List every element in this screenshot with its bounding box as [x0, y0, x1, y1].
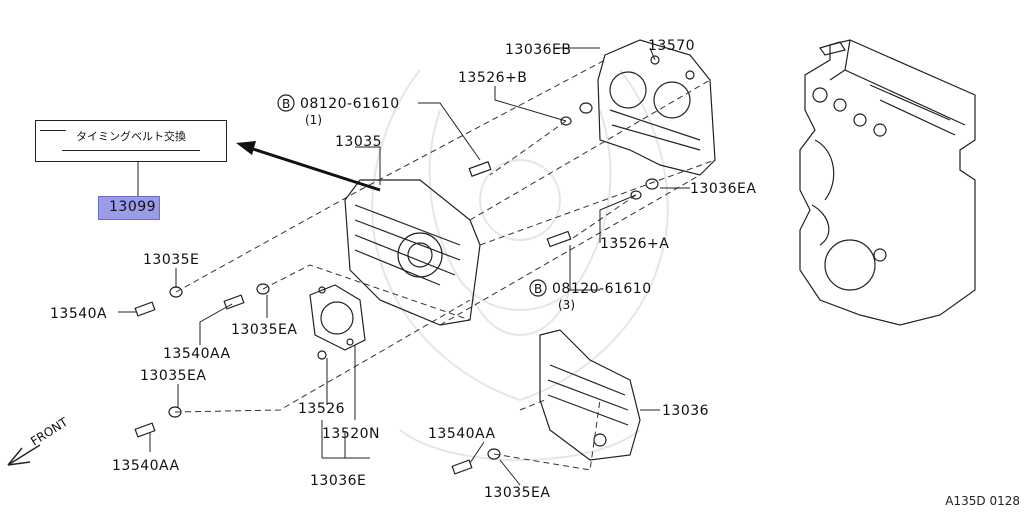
caption-dash	[40, 130, 66, 131]
label-13036EA-right: 13036EA	[690, 181, 756, 197]
label-13035EA-b: 13035EA	[140, 368, 206, 384]
caption-underline	[62, 150, 200, 151]
label-13036: 13036	[662, 403, 709, 419]
part-13099-highlight[interactable]: 13099	[98, 196, 160, 220]
pointer-arrow	[236, 141, 381, 192]
bolt-symbol-a: B	[282, 97, 290, 111]
label-13540AA-c: 13540AA	[428, 426, 496, 442]
leader-lines	[118, 47, 690, 486]
label-13035EA-c: 13035EA	[484, 485, 550, 501]
label-08120-a-qty: (1)	[305, 113, 322, 127]
label-08120-b: 08120-61610	[552, 281, 652, 297]
rear-timing-cover	[597, 39, 716, 176]
label-13540A: 13540A	[50, 306, 107, 322]
bolt-symbol-b: B	[534, 282, 542, 296]
label-13526: 13526	[298, 401, 345, 417]
label-13540AA-b: 13540AA	[112, 458, 180, 474]
fasteners	[134, 102, 659, 475]
label-13540AA-a: 13540AA	[163, 346, 231, 362]
label-13035EA-a: 13035EA	[231, 322, 297, 338]
label-13036EB: 13036EB	[505, 42, 572, 58]
part-13099-label: 13099	[109, 199, 157, 215]
gasket	[309, 284, 366, 351]
lower-timing-cover	[539, 329, 641, 461]
label-13570: 13570	[648, 38, 695, 54]
label-13526B: 13526+B	[458, 70, 527, 86]
diagram-reference: A135D 0128	[945, 494, 1020, 508]
assembly-lines	[174, 59, 716, 471]
bolt-symbol-icon	[277, 94, 547, 297]
engine-block-outline	[799, 39, 976, 326]
label-13035E: 13035E	[143, 252, 199, 268]
label-08120-b-qty: (3)	[558, 298, 575, 312]
label-13035: 13035	[335, 134, 382, 150]
label-13526A: 13526+A	[600, 236, 669, 252]
label-13520N: 13520N	[322, 426, 380, 442]
label-front: FRONT	[28, 415, 71, 449]
label-08120-a: 08120-61610	[300, 96, 400, 112]
front-timing-cover	[344, 179, 481, 326]
caption-box: タイミングベルト交換	[35, 120, 227, 162]
label-13036E: 13036E	[310, 473, 366, 489]
watermark-emblem	[371, 69, 669, 461]
caption-text: タイミングベルト交換	[76, 130, 186, 143]
front-arrow-icon	[7, 444, 41, 466]
